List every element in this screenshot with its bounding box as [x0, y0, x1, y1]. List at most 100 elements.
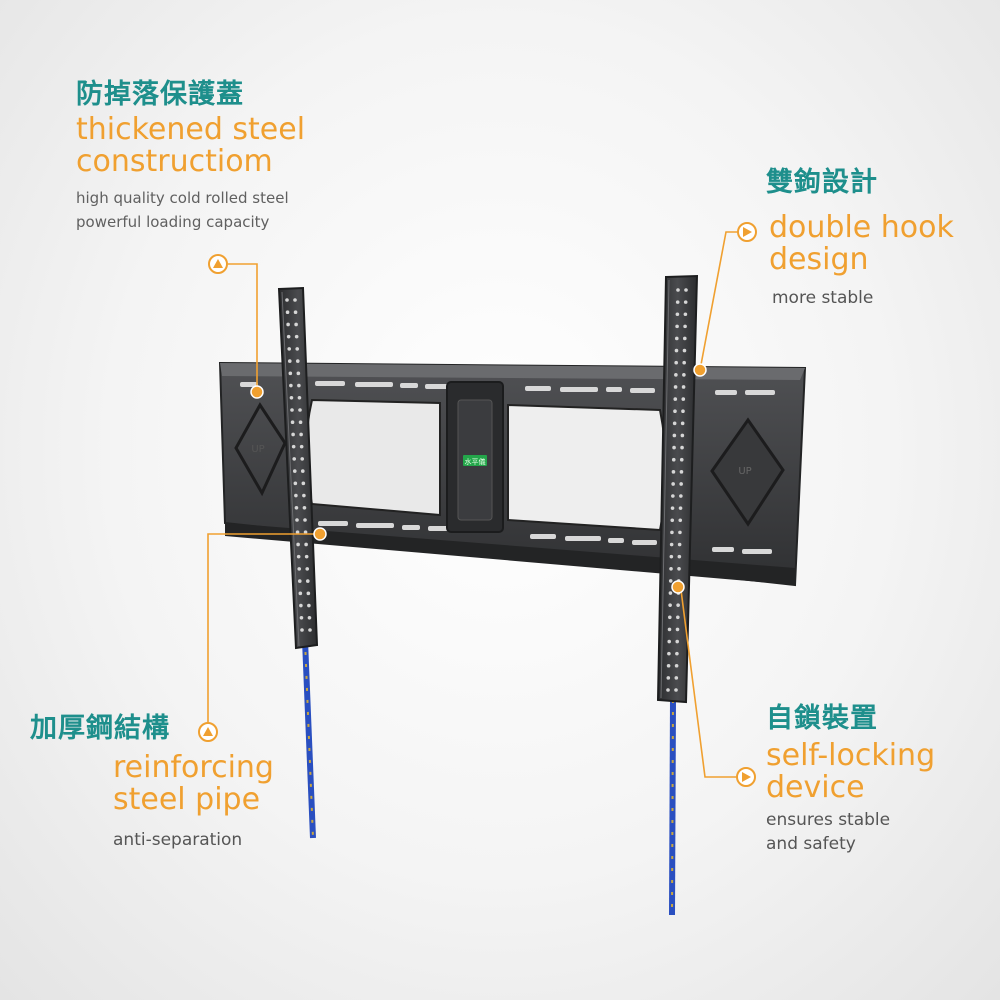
callout-desc-line1: ensures stable [766, 810, 891, 830]
arm-hole [294, 334, 299, 339]
arm-hole [292, 457, 297, 461]
arm-hole [285, 310, 290, 315]
plate-marking-left: UP [251, 444, 264, 455]
arm-hole [302, 505, 307, 510]
anchor-dot-bottom-right [671, 580, 685, 594]
arm-hole [307, 615, 312, 620]
arm-hole [667, 651, 671, 656]
arm-hole [682, 373, 686, 377]
callout-title-en-line2: device [766, 770, 865, 805]
arm-hole [300, 469, 305, 473]
arm-hole [299, 432, 303, 437]
arm-hole [681, 385, 686, 389]
arm-hole [666, 688, 670, 692]
arm-hole [667, 639, 672, 644]
arm-hole [675, 300, 680, 304]
arm-hole [672, 421, 677, 426]
arm-hole [673, 409, 677, 414]
arm-hole [672, 433, 677, 438]
anchor-dot-top-right [693, 363, 707, 377]
arm-hole [297, 579, 302, 583]
arm-hole [677, 542, 682, 547]
arm-hole [286, 334, 291, 339]
circled-arrow-icon-top-right [737, 222, 757, 242]
callout-title-en-line1: self-locking [766, 738, 936, 773]
bubble-level-badge [463, 455, 487, 466]
arm-hole [295, 347, 300, 351]
callout-leader-lines [207, 231, 748, 778]
arm-hole [668, 591, 673, 595]
arm-hole [298, 408, 302, 412]
callout-reinforcing-pipe: reinforcing steel pipe anti-separation [113, 752, 274, 852]
arm-hole [305, 579, 310, 583]
arm-hole [675, 627, 680, 632]
arm-hole [676, 288, 680, 292]
circled-arrow-icon-bottom-left [198, 722, 218, 742]
arm-hole [297, 567, 302, 571]
arm-hole [302, 493, 306, 498]
arm-hole [674, 676, 679, 680]
arm-hole [669, 554, 674, 559]
arm-hole [299, 603, 303, 608]
arm-hole [674, 336, 679, 341]
arm-hole [305, 567, 310, 571]
arm-hole [681, 397, 686, 401]
arm-hole [680, 433, 685, 438]
arm-hole [293, 298, 297, 302]
arm-hole [296, 542, 300, 547]
arm-hole [301, 481, 306, 486]
arm-hole [680, 445, 684, 450]
arm-hole [678, 518, 683, 523]
arm-hole [290, 408, 294, 412]
callout-desc-line2: and safety [766, 834, 856, 854]
arm-hole [669, 566, 673, 571]
arm-hole [671, 482, 675, 486]
arm-hole [674, 373, 678, 377]
arm-hole [292, 469, 297, 473]
callout-reinforcing-pipe-zh: 加厚鋼結構 [30, 712, 170, 746]
arm-hole [297, 395, 302, 400]
arm-hole [670, 506, 675, 510]
arm-hole [298, 591, 303, 596]
arm-hole [666, 676, 671, 680]
arm-hole [669, 542, 674, 547]
arm-hole [290, 420, 295, 425]
arm-hole [300, 457, 305, 461]
safety-cord-left [302, 639, 316, 839]
arm-hole [671, 470, 676, 474]
arm-hole [285, 298, 289, 302]
arm-hole [670, 530, 674, 535]
arm-hole [294, 493, 298, 498]
arm-hole [674, 360, 678, 365]
arm-hole [671, 457, 676, 462]
arm-hole [293, 481, 298, 486]
arm-hole [678, 530, 682, 535]
circled-arrow-icon-bottom-right [736, 767, 756, 787]
arm-hole [304, 554, 309, 559]
callout-title-zh: 防掉落保護蓋 [76, 79, 244, 110]
anchor-dot-bottom-left [313, 527, 327, 541]
callout-desc-line1: high quality cold rolled steel [76, 189, 289, 207]
arm-hole [293, 310, 298, 315]
callout-title-en-line1: thickened steel [76, 112, 306, 147]
callout-title-en-line1: double hook [769, 210, 954, 245]
arm-hole [675, 651, 679, 656]
callout-desc-line2: powerful loading capacity [76, 213, 270, 231]
tv-bracket-arm-right [656, 274, 699, 704]
arm-hole [679, 457, 684, 462]
arm-hole [291, 432, 295, 437]
arm-hole [675, 312, 680, 317]
arm-hole [296, 554, 301, 559]
callout-title-zh: 雙鉤設計 [766, 167, 878, 198]
arm-hole [683, 324, 687, 329]
arm-hole [684, 288, 688, 292]
arm-hole [300, 628, 304, 632]
arm-hole [675, 324, 679, 329]
arm-hole [668, 615, 672, 620]
arm-hole [288, 371, 293, 376]
arm-hole [683, 300, 688, 304]
arm-hole [682, 360, 686, 365]
arm-hole [677, 554, 682, 559]
arm-hole [674, 663, 679, 668]
